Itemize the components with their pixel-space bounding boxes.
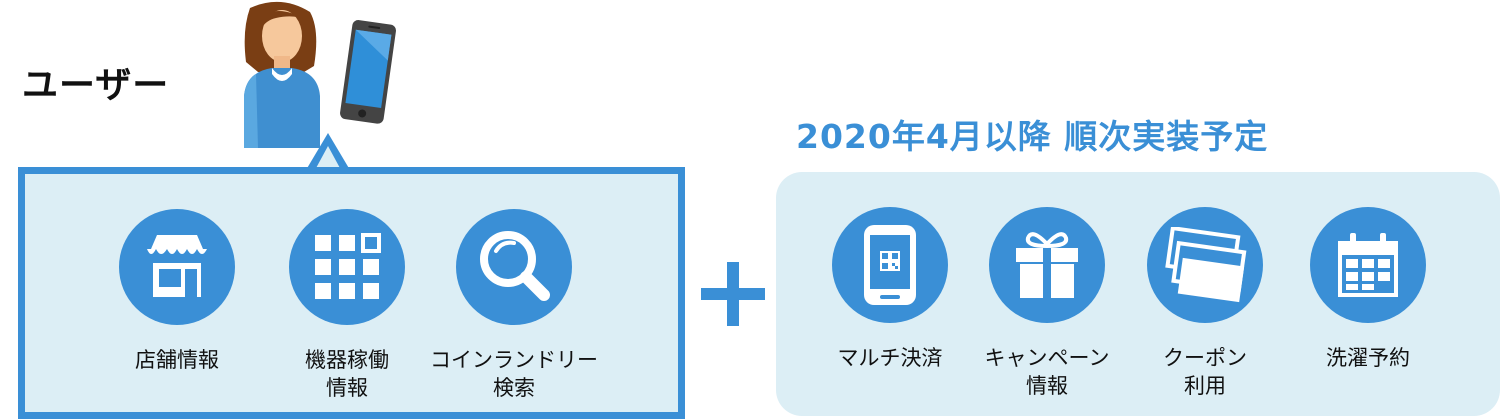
user-label: ユーザー [22,65,170,106]
feature-label: クーポン 利用 [1163,346,1247,398]
planned-features-panel: マルチ決済 キャンペーン 情報 クーポン 利用 [776,172,1500,416]
search-icon [480,231,550,301]
feature-label: キャンペーン 情報 [984,346,1110,398]
smartphone-icon [340,20,396,124]
feature-machine-status[interactable]: 機器稼働 情報 [257,209,437,402]
current-features-panel: 店舗情報 機器稼働 情報 コインランドリー 検索 [18,167,685,419]
planned-title: 2020年4月以降 順次実装予定 [796,117,1269,156]
speech-pointer [306,133,350,170]
feature-label: 機器稼働 情報 [305,348,389,400]
feature-laundromat-search[interactable]: コインランドリー 検索 [424,209,604,402]
coupon-icon [1165,227,1247,303]
feature-multi-payment[interactable]: マルチ決済 [800,207,980,372]
feature-campaign-info[interactable]: キャンペーン 情報 [957,207,1137,400]
feature-label: 店舗情報 [135,348,219,372]
feature-laundry-reservation[interactable]: 洗濯予約 [1278,207,1458,372]
calendar-icon [1338,233,1398,297]
storefront-icon [147,235,207,297]
plus-icon [701,262,765,326]
user-avatar-icon [244,1,320,148]
smartphone-qr-icon [864,225,916,305]
gift-icon [1016,232,1078,298]
feature-store-info[interactable]: 店舗情報 [87,209,267,374]
feature-coupon[interactable]: クーポン 利用 [1115,207,1295,400]
feature-label: 洗濯予約 [1326,346,1410,370]
grid-icon [315,233,381,299]
feature-label: コインランドリー 検索 [430,348,598,400]
feature-label: マルチ決済 [837,346,943,370]
